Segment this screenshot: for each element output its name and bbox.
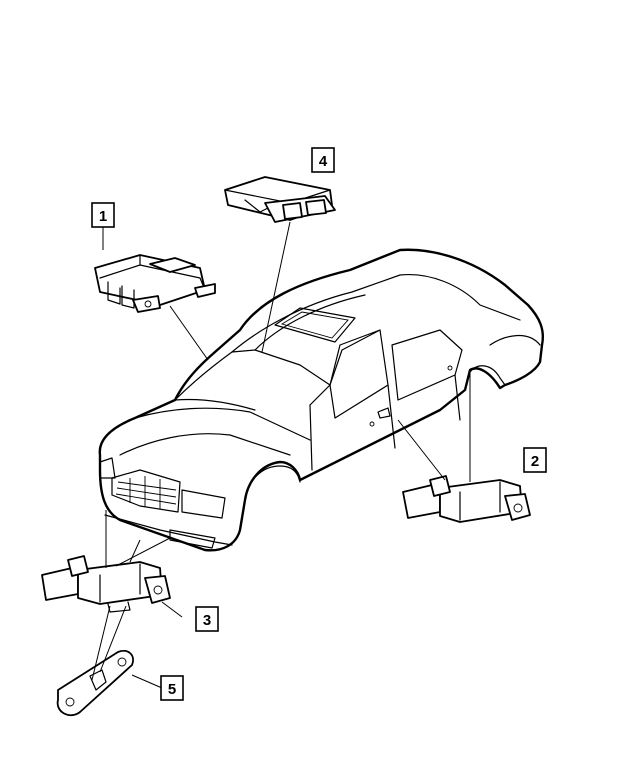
callout-2: 2	[523, 447, 547, 473]
callout-3: 3	[195, 606, 219, 632]
occupant-classification-module	[224, 176, 336, 223]
callout-1-label: 1	[99, 208, 107, 225]
side-impact-sensor	[402, 475, 531, 523]
callout-2-label: 2	[531, 453, 539, 470]
callout-5-label: 5	[168, 681, 176, 698]
callout-4-label: 4	[319, 153, 328, 170]
sensor-mounting-bracket	[56, 650, 134, 717]
callout-3-label: 3	[203, 612, 211, 629]
airbag-control-module	[94, 254, 216, 313]
leader-lines	[91, 221, 471, 689]
front-impact-sensor	[41, 555, 171, 613]
vehicle-body	[98, 248, 544, 552]
callout-1: 1	[91, 202, 115, 228]
callout-5: 5	[160, 675, 184, 701]
callout-4: 4	[311, 147, 335, 173]
